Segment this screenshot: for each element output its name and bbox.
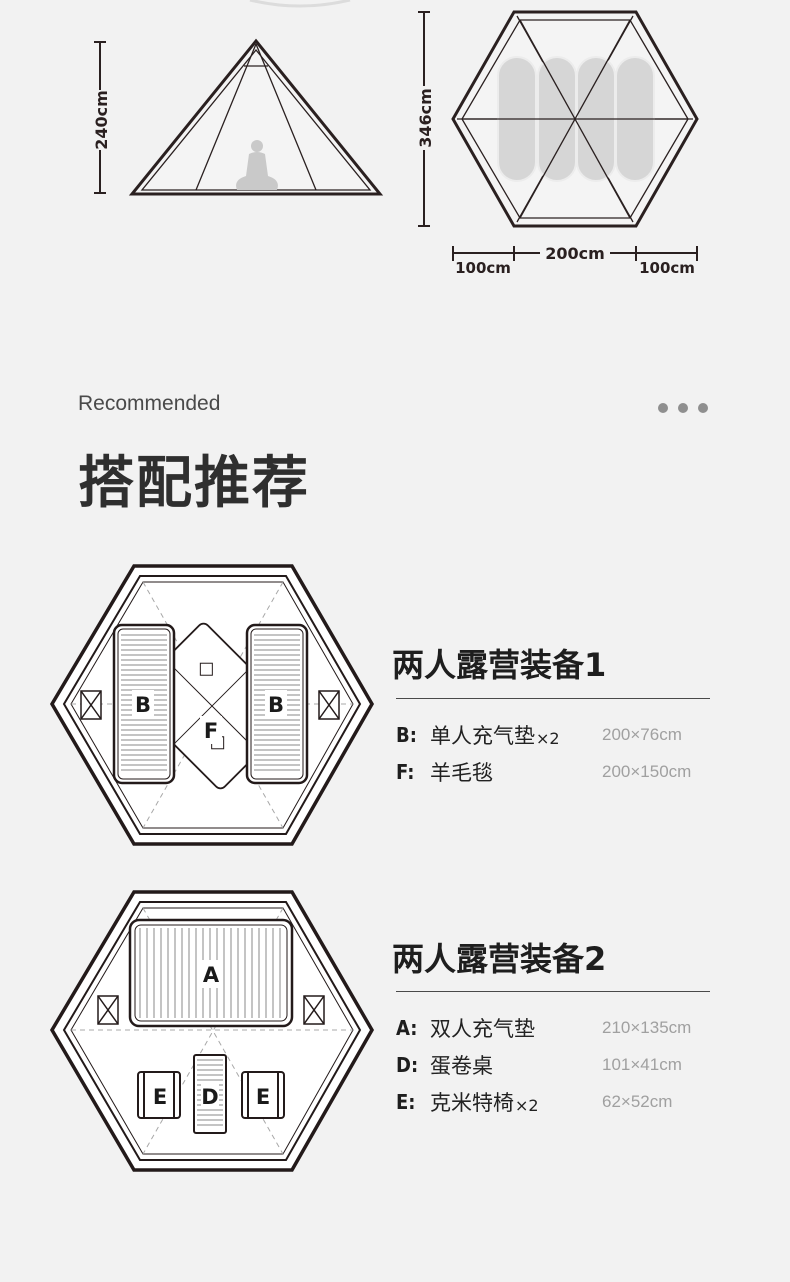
width-center-label: 200cm (545, 244, 605, 263)
item-size: 200×150cm (602, 762, 692, 781)
window-icon (318, 690, 340, 720)
item-code: B: (396, 723, 417, 747)
plan-label: D (201, 1085, 218, 1109)
window-icon (80, 690, 102, 720)
list-item: B: 单人充气垫 ×2 200×76cm (396, 720, 716, 750)
tent-dimension-diagrams: 240cm 346cm 2 (90, 0, 699, 277)
window-icon (303, 995, 325, 1025)
setup-1-item-list: B: 单人充气垫 ×2 200×76cm F: 羊毛毯 200×150cm (396, 720, 716, 787)
list-item: F: 羊毛毯 200×150cm (396, 757, 716, 787)
item-name: 克米特椅 (430, 1091, 514, 1115)
recommended-label: Recommended (78, 392, 221, 415)
item-code: D: (396, 1053, 419, 1077)
window-icon (97, 995, 119, 1025)
plan-label: F (204, 719, 218, 743)
list-item: E: 克米特椅 ×2 62×52cm (396, 1087, 716, 1117)
width-left-label: 100cm (455, 259, 511, 277)
item-size: 62×52cm (602, 1092, 673, 1111)
item-code: F: (396, 760, 415, 784)
depth-dimension: 346cm (414, 11, 435, 227)
item-name: 双人充气垫 (430, 1017, 535, 1041)
side-view-tent (128, 38, 384, 196)
item-name: 羊毛毯 (430, 761, 493, 785)
depth-label: 346cm (416, 88, 435, 148)
item-quantity: ×2 (515, 1095, 539, 1115)
setup-1-divider (396, 698, 710, 699)
more-dots-icon (656, 403, 712, 413)
item-size: 200×76cm (602, 725, 682, 744)
list-item: D: 蛋卷桌 101×41cm (396, 1050, 716, 1080)
item-code: A: (396, 1016, 418, 1040)
height-label: 240cm (92, 90, 111, 150)
setup-1-floor-plan: B B F (49, 564, 375, 846)
seated-person-icon (236, 140, 278, 190)
item-size: 210×135cm (602, 1018, 692, 1037)
item-code: E: (396, 1090, 416, 1114)
setup-2-floor-plan: A E D E (49, 890, 375, 1172)
top-arc-decoration (249, 0, 351, 8)
item-quantity: ×2 (536, 728, 560, 748)
item-name: 蛋卷桌 (430, 1054, 493, 1078)
section-title: 搭配推荐 (78, 451, 310, 516)
item-size: 101×41cm (602, 1055, 682, 1074)
list-item: A: 双人充气垫 210×135cm (396, 1013, 716, 1043)
width-right-label: 100cm (639, 259, 695, 277)
chair-e-icon (241, 1071, 285, 1119)
plan-label: E (256, 1085, 270, 1109)
setup-2-item-list: A: 双人充气垫 210×135cm D: 蛋卷桌 101×41cm E: 克米… (396, 1013, 716, 1117)
plan-label: B (268, 693, 284, 717)
width-dimension: 200cm 100cm 100cm (452, 243, 698, 277)
plan-label: A (203, 963, 220, 987)
top-view-tent (451, 10, 699, 228)
height-dimension: 240cm (90, 41, 111, 194)
setup-2-title: 两人露营装备2 (392, 940, 607, 978)
plan-label: E (153, 1085, 167, 1109)
plan-label: B (135, 693, 151, 717)
setup-2-divider (396, 991, 710, 992)
item-name: 单人充气垫 (430, 724, 535, 748)
setup-1-title: 两人露营装备1 (392, 646, 607, 684)
